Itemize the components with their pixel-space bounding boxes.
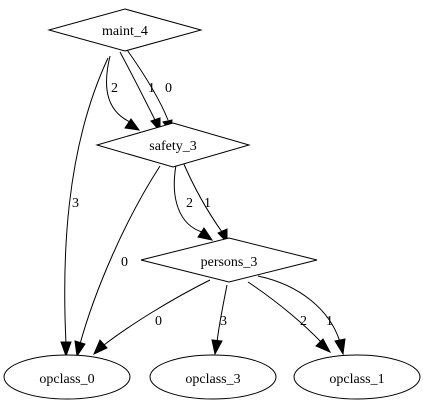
edge-label: 2 bbox=[186, 196, 193, 211]
edge-label: 3 bbox=[220, 314, 227, 329]
node-opclass-1: opclass_1 bbox=[293, 354, 421, 400]
edge-label: 1 bbox=[326, 314, 333, 329]
edge-label: 3 bbox=[72, 196, 79, 211]
node-label: persons_3 bbox=[201, 255, 258, 270]
edge-label: 0 bbox=[165, 81, 172, 96]
node-opclass-3: opclass_3 bbox=[149, 354, 277, 400]
edge-maint-safety-2: 2 bbox=[106, 55, 141, 131]
edge-maint-opclass0-3: 3 bbox=[60, 57, 109, 358]
node-persons-3: persons_3 bbox=[140, 237, 318, 283]
edge-persons-opclass1-1: 1 bbox=[257, 275, 346, 356]
node-safety-3: safety_3 bbox=[95, 122, 251, 168]
edge-persons-opclass3-3: 3 bbox=[211, 284, 228, 356]
edge-label: 2 bbox=[111, 81, 118, 96]
edge-persons-opclass1-2: 2 bbox=[247, 281, 332, 354]
node-label: safety_3 bbox=[149, 139, 196, 154]
edge-label: 0 bbox=[155, 314, 162, 329]
node-label: maint_4 bbox=[102, 24, 148, 39]
node-opclass-0: opclass_0 bbox=[3, 354, 131, 400]
edge-safety-persons-2: 2 bbox=[173, 164, 214, 241]
node-label: opclass_1 bbox=[329, 372, 384, 387]
edge-safety-opclass0-0: 0 bbox=[74, 165, 161, 358]
node-label: opclass_0 bbox=[39, 372, 94, 387]
edge-label: 0 bbox=[121, 255, 128, 270]
node-label: opclass_3 bbox=[185, 372, 240, 387]
edge-label: 2 bbox=[300, 314, 307, 329]
edge-persons-opclass0-0: 0 bbox=[93, 279, 211, 355]
edge-label: 1 bbox=[148, 81, 155, 96]
edge-label: 1 bbox=[204, 196, 211, 211]
node-maint-4: maint_4 bbox=[47, 8, 203, 52]
